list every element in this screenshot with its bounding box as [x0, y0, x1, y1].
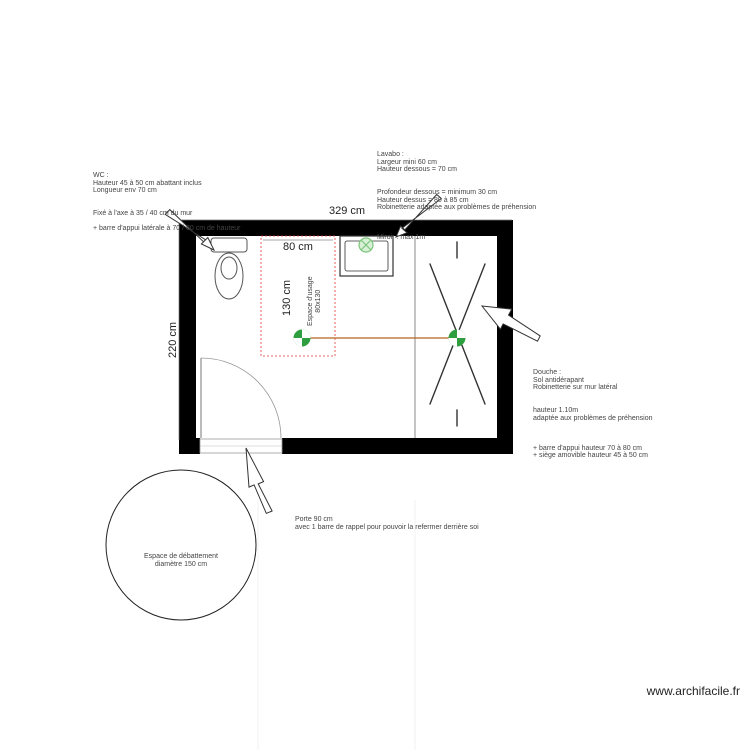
lavabo-arrow-icon [395, 193, 443, 238]
usage-height-label: 130 cm [281, 279, 293, 316]
turning-marker-icon [293, 329, 311, 347]
width-dimension-label: 329 cm [329, 205, 366, 217]
height-dimension-label: 220 cm [167, 321, 179, 358]
wall-right [497, 220, 513, 454]
door-swing-arc [200, 357, 282, 439]
callout-arrows [164, 193, 541, 515]
watermark: www.archifacile.fr [646, 684, 740, 698]
wall-top [179, 220, 513, 236]
wc-icon [210, 237, 248, 300]
usage-space-outline [260, 235, 336, 357]
wall-left [179, 220, 196, 454]
usage-width-label: 80 cm [283, 241, 313, 253]
turning-marker-icon [448, 329, 466, 347]
wall-bottom-left [179, 438, 200, 454]
wc-arrow-icon [164, 208, 216, 252]
douche-arrow-icon [480, 305, 541, 342]
usage-space-label: Espace d'usage 80x130 [307, 276, 323, 326]
usage-space-size: 80x130 [315, 289, 322, 313]
door [199, 357, 283, 454]
walls [179, 220, 513, 454]
porte-arrow-icon [245, 447, 273, 515]
faucet-icon [358, 237, 374, 253]
turning-circle [105, 469, 257, 621]
wall-bottom-right [282, 438, 513, 454]
usage-space-title: Espace d'usage [307, 276, 314, 326]
